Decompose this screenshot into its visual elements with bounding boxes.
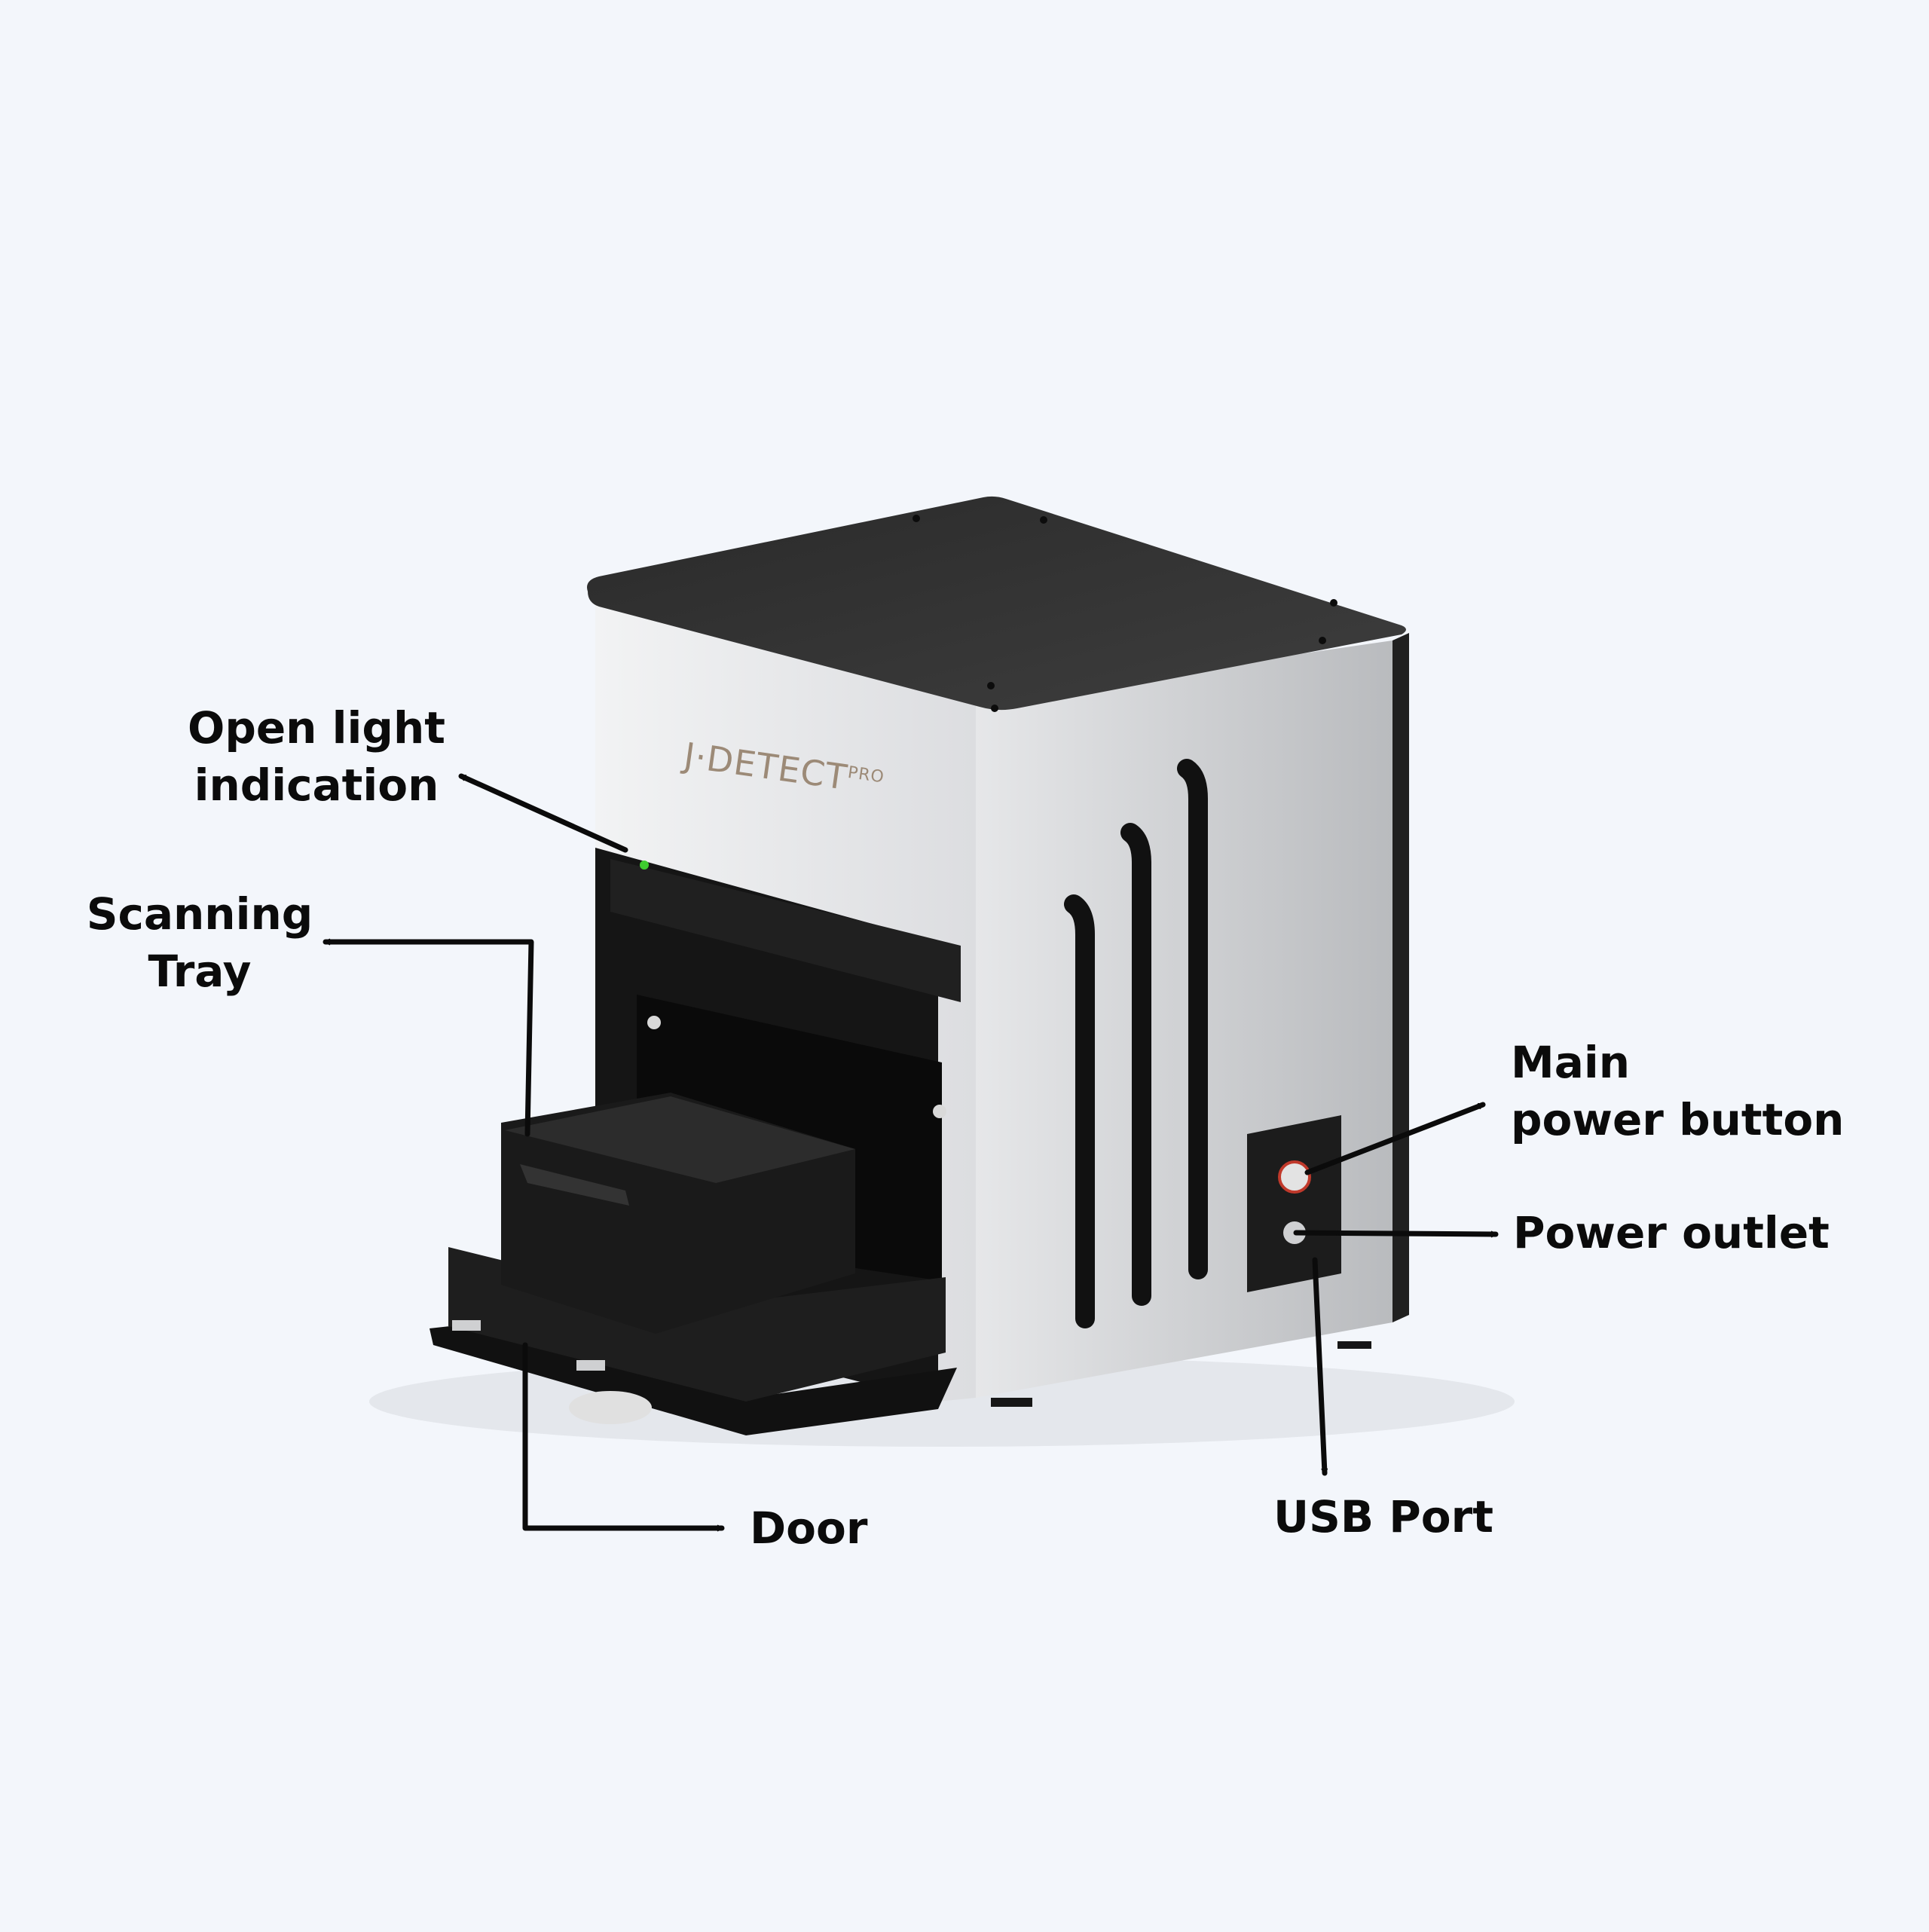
label-power-outlet: Power outlet bbox=[1513, 1207, 1830, 1258]
power-outlet-arrow bbox=[1293, 1230, 1499, 1238]
label-main-power-button: Main power button bbox=[1511, 1037, 1845, 1145]
label-scanning-tray: Scanning Tray bbox=[86, 888, 313, 997]
open-light-arrow bbox=[458, 773, 628, 853]
power-button-icon[interactable] bbox=[1278, 1160, 1311, 1194]
tray-opening-frame bbox=[610, 859, 961, 1002]
main-power-arrow bbox=[1304, 1102, 1486, 1175]
foot-front bbox=[991, 1398, 1032, 1407]
annotation-arrows bbox=[323, 773, 1499, 1532]
device-front-panel bbox=[595, 603, 976, 1402]
usb-port-arrow bbox=[1312, 1257, 1328, 1476]
label-open-light-indication: Open light indication bbox=[188, 702, 445, 811]
device-side-panel bbox=[976, 640, 1392, 1398]
scanning-tray-lip bbox=[520, 1164, 629, 1206]
top-plate-screws bbox=[913, 515, 1337, 712]
door-arrow bbox=[522, 1342, 725, 1532]
door-wheel bbox=[569, 1391, 652, 1424]
cavity-screw bbox=[933, 1105, 946, 1118]
door-hinges bbox=[452, 1320, 605, 1371]
foot-back bbox=[1337, 1341, 1371, 1349]
label-door: Door bbox=[750, 1502, 868, 1554]
scanning-tray-arrow bbox=[323, 938, 534, 1137]
scanning-tray-top bbox=[505, 1096, 855, 1183]
indicator-led-icon bbox=[640, 861, 649, 870]
side-vent-slots bbox=[1064, 759, 1208, 1328]
device-top-plate bbox=[587, 496, 1406, 711]
brand-suffix: PRO bbox=[846, 763, 886, 787]
label-usb-port: USB Port bbox=[1273, 1491, 1493, 1542]
device-side-edge bbox=[1392, 633, 1409, 1322]
control-panel bbox=[1247, 1115, 1341, 1292]
cavity-screw bbox=[647, 1016, 661, 1029]
